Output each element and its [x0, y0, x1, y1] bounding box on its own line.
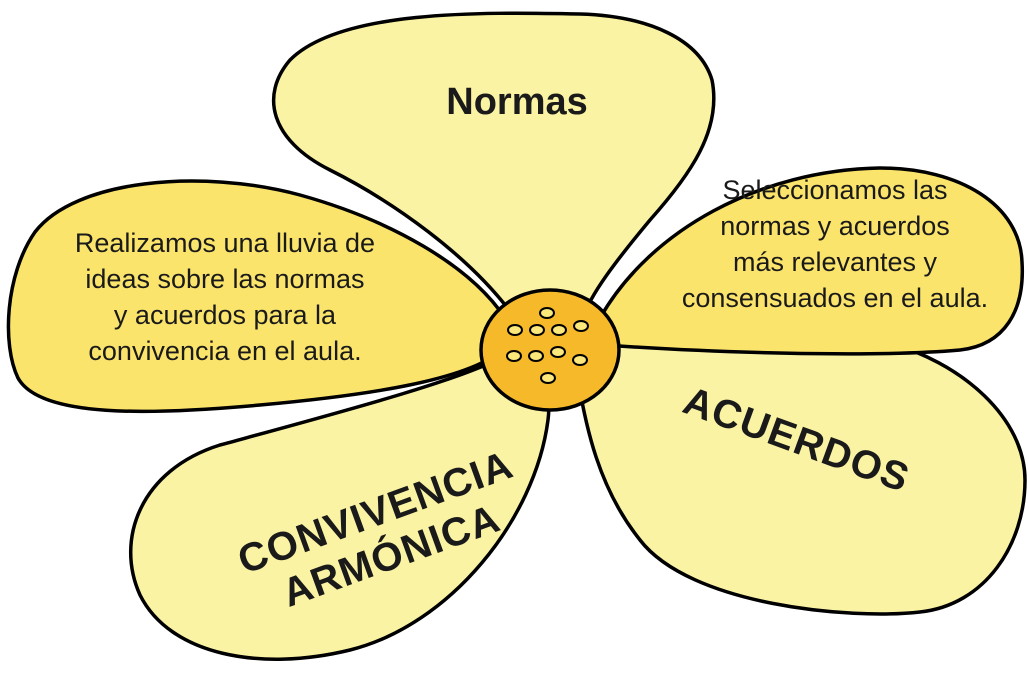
seed-dot	[506, 350, 522, 362]
petal-seleccionamos	[598, 166, 1025, 356]
left-text-line: Realizamos una lluvia de	[75, 228, 375, 258]
center-disc	[479, 288, 621, 412]
left-text-line: ideas sobre las normas	[85, 264, 364, 294]
left-petal-text: Realizamos una lluvia de ideas sobre las…	[75, 228, 375, 366]
seed-dot	[572, 354, 588, 366]
right-text-line: normas y acuerdos	[720, 211, 950, 241]
center-seeds	[506, 307, 589, 384]
normas-title: Normas	[446, 81, 588, 123]
left-text-line: y acuerdos para la	[114, 300, 337, 330]
right-text-line: consensuados en el aula.	[682, 283, 988, 313]
right-text-line: Seleccionamos las	[722, 175, 947, 205]
petal-acuerdos	[573, 324, 1027, 616]
right-text-line: más relevantes y	[733, 247, 938, 277]
petal-convivencia-armonica	[129, 353, 551, 661]
seed-dot	[551, 324, 567, 336]
petal-lluvia-de-ideas	[6, 179, 507, 414]
seed-dot	[539, 307, 555, 319]
seed-dot	[529, 324, 545, 336]
petal-normas	[271, 11, 716, 320]
seed-dot	[507, 324, 523, 336]
seed-dot	[528, 350, 544, 362]
left-text-line: convivencia en el aula.	[88, 336, 361, 366]
seed-dot	[540, 372, 556, 384]
flower-center	[479, 288, 621, 412]
right-petal-text: Seleccionamos las normas y acuerdos más …	[682, 175, 988, 313]
seed-dot	[573, 320, 589, 332]
seed-dot	[550, 346, 566, 358]
